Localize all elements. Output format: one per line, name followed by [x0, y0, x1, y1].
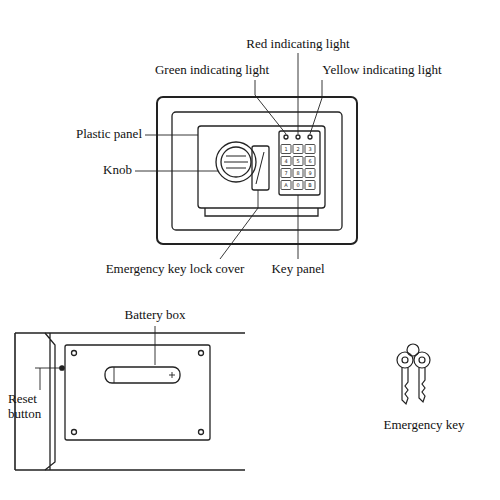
key-legend: 1 [284, 147, 287, 152]
key-buttons [281, 145, 315, 190]
part-label: Reset button [8, 392, 52, 422]
key-button [293, 169, 303, 178]
key-legend: 2 [296, 147, 299, 152]
key-legend: 8 [296, 171, 299, 176]
key-button [281, 157, 291, 166]
key-legend: 5 [296, 159, 299, 164]
leader-lines [35, 53, 322, 390]
battery-mark [114, 367, 175, 383]
yellow-light [308, 135, 312, 139]
key-panel-frame [279, 131, 320, 195]
part-label: Green indicating light [155, 63, 269, 78]
key-button [305, 169, 315, 178]
key-legend: 7 [284, 171, 287, 176]
key-button [281, 181, 291, 190]
leader-line [310, 80, 322, 134]
part-label: Battery box [124, 308, 185, 323]
reset-button [60, 366, 64, 370]
leader-line [35, 368, 60, 390]
door-edge [45, 333, 55, 470]
key-legend: 4 [284, 159, 287, 164]
safe-body [157, 97, 357, 244]
leader-line [135, 171, 218, 172]
plastic-panel [198, 126, 325, 208]
leader-line [298, 195, 299, 259]
part-label: Emergency key lock cover [106, 262, 245, 277]
screw [72, 430, 77, 435]
key-legend: B [308, 183, 311, 188]
part-label: Plastic panel [76, 127, 142, 142]
screw [199, 430, 204, 435]
leader-line [255, 80, 286, 134]
part-label: Key panel [271, 262, 324, 277]
knob [216, 142, 256, 182]
part-label: Red indicating light [246, 37, 349, 52]
leader-line [298, 53, 299, 134]
key-button [281, 145, 291, 154]
key-button [281, 169, 291, 178]
key-button [305, 157, 315, 166]
key-legend: 3 [308, 147, 311, 152]
key-legend: 6 [308, 159, 311, 164]
knob-inner [221, 147, 251, 177]
key-button [293, 157, 303, 166]
emergency-key-lock-cover [252, 146, 269, 190]
part-label: Knob [103, 163, 132, 178]
panel-base [205, 208, 318, 216]
battery-box [105, 367, 180, 383]
key-legend: 9 [308, 171, 311, 176]
screw [72, 351, 77, 356]
red-light [296, 135, 300, 139]
emergency-key-drawing [397, 344, 430, 404]
part-label: Yellow indicating light [322, 63, 441, 78]
key-button [305, 181, 315, 190]
knob-grip [224, 156, 248, 168]
key-button [293, 181, 303, 190]
screw [199, 351, 204, 356]
green-light [284, 135, 288, 139]
open-safe-body [15, 333, 245, 470]
key-button [293, 145, 303, 154]
key-legend: 0 [296, 183, 299, 188]
key-button [305, 145, 315, 154]
part-label: Emergency key [384, 418, 465, 433]
cover-mark [256, 152, 264, 184]
leader-line [145, 135, 198, 136]
leader-line [220, 190, 258, 259]
door-back-plate [65, 345, 210, 440]
key-legend: A [284, 183, 287, 188]
